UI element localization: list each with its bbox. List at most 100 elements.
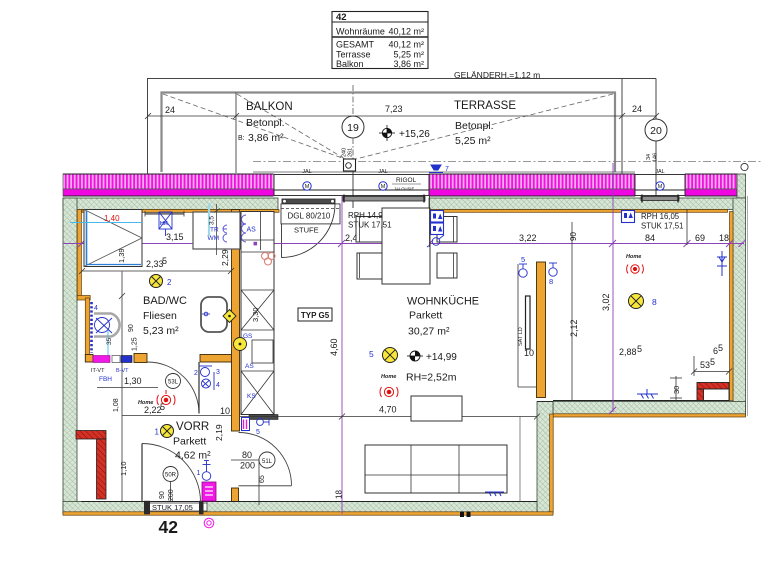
svg-text:Wohnräume: Wohnräume xyxy=(336,26,385,36)
svg-text:18: 18 xyxy=(719,233,729,243)
svg-text:RPH 16,05: RPH 16,05 xyxy=(641,212,680,221)
svg-text:Fliesen: Fliesen xyxy=(143,310,177,322)
svg-text:80: 80 xyxy=(242,450,252,460)
svg-text:STUFE: STUFE xyxy=(294,226,319,235)
svg-text:JALOUSIE: JALOUSIE xyxy=(394,187,414,192)
svg-text:200: 200 xyxy=(240,461,255,471)
svg-text:RPH 14,9: RPH 14,9 xyxy=(348,211,383,220)
svg-text:4,60: 4,60 xyxy=(329,338,339,356)
svg-text:19: 19 xyxy=(347,122,359,134)
svg-text:42: 42 xyxy=(336,12,347,23)
svg-text:Parkett: Parkett xyxy=(409,310,442,322)
svg-text:1,25: 1,25 xyxy=(132,337,139,351)
svg-text:3,86 m²: 3,86 m² xyxy=(248,132,284,144)
svg-text:GESAMT: GESAMT xyxy=(336,39,375,49)
svg-text:M: M xyxy=(658,184,663,190)
svg-text:8: 8 xyxy=(549,277,553,286)
svg-text:3,86 m²: 3,86 m² xyxy=(393,59,424,69)
svg-text:30,27 m²: 30,27 m² xyxy=(408,326,450,338)
svg-text:Balkon: Balkon xyxy=(336,59,364,69)
svg-text:1: 1 xyxy=(197,470,201,477)
svg-text:Home: Home xyxy=(381,374,396,380)
svg-text:42: 42 xyxy=(159,517,179,537)
svg-text:STUK 17,05: STUK 17,05 xyxy=(152,503,193,512)
svg-text:50R: 50R xyxy=(165,473,177,479)
svg-text:40,12 m²: 40,12 m² xyxy=(388,26,424,36)
svg-text:34: 34 xyxy=(646,154,652,160)
svg-text:20: 20 xyxy=(650,125,662,137)
svg-text:Home: Home xyxy=(138,400,153,406)
svg-text:3,02: 3,02 xyxy=(601,293,611,311)
svg-text:RH=2,52m: RH=2,52m xyxy=(406,372,457,384)
svg-text:1: 1 xyxy=(155,428,160,437)
svg-text:BALKON: BALKON xyxy=(246,101,293,113)
svg-text:5,25 m²: 5,25 m² xyxy=(393,49,424,59)
svg-text:B-VT: B-VT xyxy=(116,368,129,374)
svg-text:TR: TR xyxy=(210,227,219,234)
svg-text:3,15: 3,15 xyxy=(166,232,184,242)
svg-text:7,23: 7,23 xyxy=(385,104,403,114)
svg-text:90: 90 xyxy=(159,491,166,499)
svg-text:2,46: 2,46 xyxy=(345,233,363,243)
svg-text:2,88: 2,88 xyxy=(619,347,637,357)
svg-text:5: 5 xyxy=(521,255,525,264)
svg-text:40,12 m²: 40,12 m² xyxy=(388,39,424,49)
svg-text:5: 5 xyxy=(160,402,165,412)
svg-text:Terrasse: Terrasse xyxy=(336,49,371,59)
svg-text:GELÄNDERH.=1,12 m: GELÄNDERH.=1,12 m xyxy=(454,70,540,80)
svg-text:+14,99: +14,99 xyxy=(426,352,457,363)
svg-text:JAL: JAL xyxy=(378,169,387,175)
svg-text:B:: B: xyxy=(238,135,245,142)
svg-text:18: 18 xyxy=(335,490,344,499)
svg-text:5: 5 xyxy=(162,256,167,266)
svg-text:24: 24 xyxy=(165,105,175,115)
svg-text:AS: AS xyxy=(247,227,257,234)
svg-text:5,25 m²: 5,25 m² xyxy=(455,135,491,147)
svg-text:3,30: 3,30 xyxy=(251,307,260,322)
svg-text:8: 8 xyxy=(652,297,657,307)
svg-text:DGL 80/210: DGL 80/210 xyxy=(288,212,331,221)
svg-text:JAL: JAL xyxy=(655,169,664,175)
svg-text:Parkett: Parkett xyxy=(173,436,206,448)
svg-text:KS: KS xyxy=(247,393,256,400)
svg-text:1,10: 1,10 xyxy=(119,461,128,476)
svg-text:IT-VT: IT-VT xyxy=(91,368,105,374)
svg-text:Home: Home xyxy=(626,254,641,260)
svg-text:3: 3 xyxy=(216,369,220,376)
svg-text:+15,26: +15,26 xyxy=(399,129,430,140)
svg-text:146: 146 xyxy=(653,153,659,162)
svg-text:5,23 m²: 5,23 m² xyxy=(143,325,179,337)
svg-text:4,62 m²: 4,62 m² xyxy=(175,450,211,462)
svg-text:7: 7 xyxy=(445,166,449,173)
svg-text:24: 24 xyxy=(632,104,642,114)
svg-text:5: 5 xyxy=(710,357,715,367)
svg-text:FBH: FBH xyxy=(99,376,112,383)
svg-text:BAD/WC: BAD/WC xyxy=(143,295,187,307)
svg-text:261: 261 xyxy=(348,148,354,157)
svg-text:4,70: 4,70 xyxy=(379,405,397,415)
svg-text:VORR: VORR xyxy=(176,421,209,433)
svg-text:TYP G5: TYP G5 xyxy=(301,311,330,320)
svg-text:2,12: 2,12 xyxy=(569,319,579,337)
svg-text:5: 5 xyxy=(718,343,723,353)
svg-text:1,39: 1,39 xyxy=(117,248,126,263)
svg-text:HK: HK xyxy=(160,221,168,227)
svg-text:SAT LD: SAT LD xyxy=(518,327,524,346)
svg-text:5: 5 xyxy=(256,429,260,436)
svg-text:3,22: 3,22 xyxy=(519,233,537,243)
svg-text:WM: WM xyxy=(208,235,220,242)
svg-text:51L: 51L xyxy=(262,459,273,465)
svg-text:WOHNKÜCHE: WOHNKÜCHE xyxy=(407,296,479,308)
svg-text:2,29: 2,29 xyxy=(220,249,230,266)
svg-text:4: 4 xyxy=(94,305,98,312)
svg-text:1,30: 1,30 xyxy=(124,376,142,386)
svg-text:35: 35 xyxy=(106,337,113,345)
svg-text:240: 240 xyxy=(342,148,348,157)
svg-text:90: 90 xyxy=(569,232,578,241)
svg-text:2: 2 xyxy=(194,370,198,377)
svg-text:M: M xyxy=(381,184,386,190)
svg-text:65: 65 xyxy=(259,475,266,483)
svg-text:TERRASSE: TERRASSE xyxy=(454,100,516,112)
svg-text:5: 5 xyxy=(369,349,374,359)
svg-text:53L: 53L xyxy=(168,380,179,386)
